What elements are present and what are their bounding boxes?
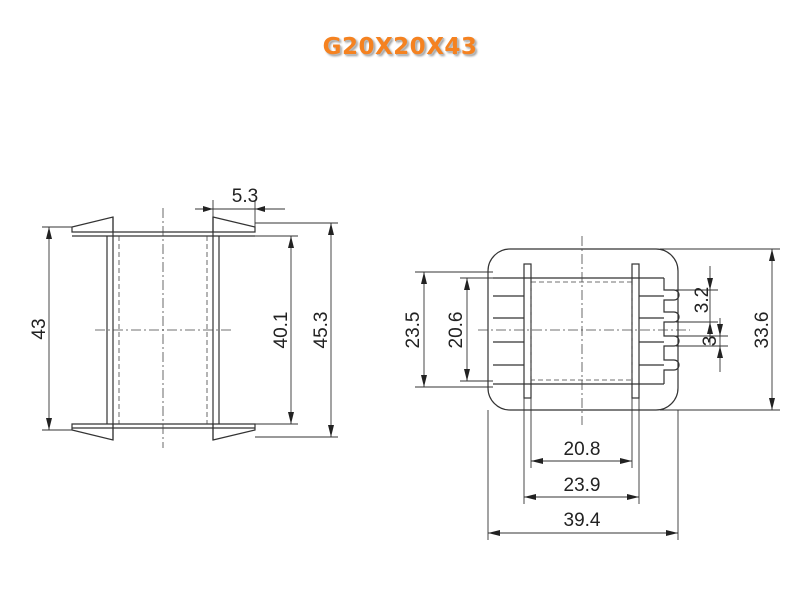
dim-front-core-width: 20.8 [564,439,601,460]
drawing-title: G20X20X43 [322,34,478,60]
dim-side-flange-outer: 43 [29,318,50,339]
dim-front-mid-width: 23.9 [564,475,601,496]
dim-front-outer-height: 23.5 [403,312,424,349]
dim-side-overall: 45.3 [311,312,332,349]
dim-side-slot: 5.3 [232,186,258,207]
side-view: 5.3 43 40.1 45.3 [29,186,338,448]
front-view: 23.5 20.6 3.2 3 33.6 20.8 [403,236,780,540]
dim-front-inner-height: 20.6 [446,312,467,349]
dim-pin-width: 3 [700,336,721,347]
dim-front-overall-width: 39.4 [564,510,601,531]
dim-pin-pitch: 3.2 [692,287,713,313]
dim-side-inner: 40.1 [271,312,292,349]
dim-front-height: 33.6 [752,312,773,349]
